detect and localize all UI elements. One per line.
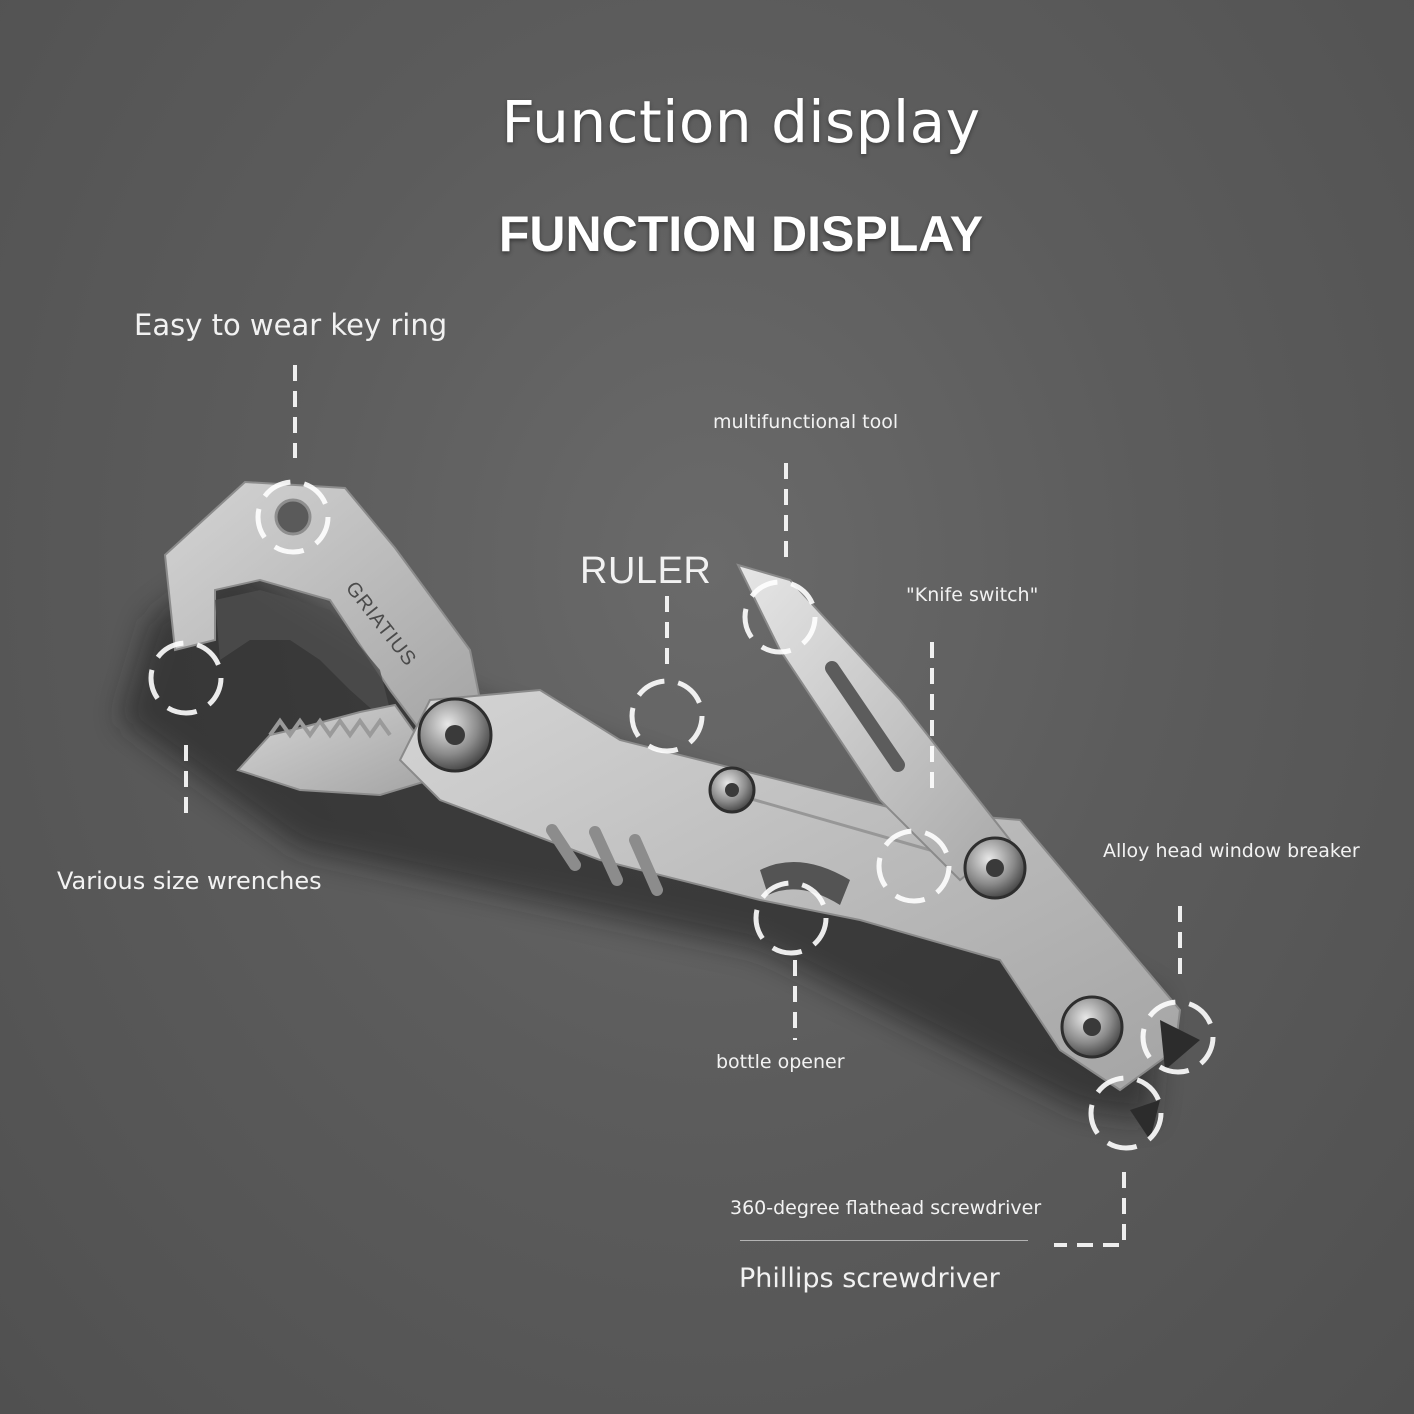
flathead-underline: [740, 1240, 1028, 1241]
ring-window-breaker: [1140, 999, 1216, 1075]
label-flathead-screwdriver: 360-degree flathead screwdriver: [730, 1197, 1042, 1219]
leader-screwdriver: [1054, 1172, 1126, 1247]
ring-knife-switch: [876, 828, 952, 904]
wrench-jaw: [236, 703, 432, 797]
label-key-ring: Easy to wear key ring: [134, 308, 448, 342]
label-knife-switch: "Knife switch": [906, 584, 1039, 606]
ring-wrench: [148, 640, 224, 716]
label-bottle-opener: bottle opener: [716, 1051, 845, 1073]
page-subtitle: FUNCTION DISPLAY: [498, 206, 984, 262]
screwdriver-tip: [1130, 1100, 1160, 1140]
ring-screwdriver: [1088, 1075, 1164, 1151]
page-title: Function display: [501, 88, 981, 156]
label-wrenches: Various size wrenches: [57, 867, 322, 895]
wrench-hook: [163, 480, 482, 732]
label-multifunctional-tool: multifunctional tool: [713, 411, 899, 433]
label-ruler: RULER: [580, 550, 712, 592]
window-breaker-tip: [1160, 1020, 1200, 1070]
label-phillips-screwdriver: Phillips screwdriver: [739, 1263, 1000, 1294]
leader-lines: [184, 365, 1182, 1247]
key-ring-hole: [274, 498, 312, 536]
tool-body: [398, 688, 1182, 1092]
ring-multitool: [742, 579, 818, 655]
ring-bottle-opener: [753, 880, 829, 956]
ring-key-ring: [255, 479, 331, 555]
label-window-breaker: Alloy head window breaker: [1103, 840, 1360, 862]
ring-ruler: [629, 678, 705, 754]
highlight-rings: [148, 479, 1216, 1151]
